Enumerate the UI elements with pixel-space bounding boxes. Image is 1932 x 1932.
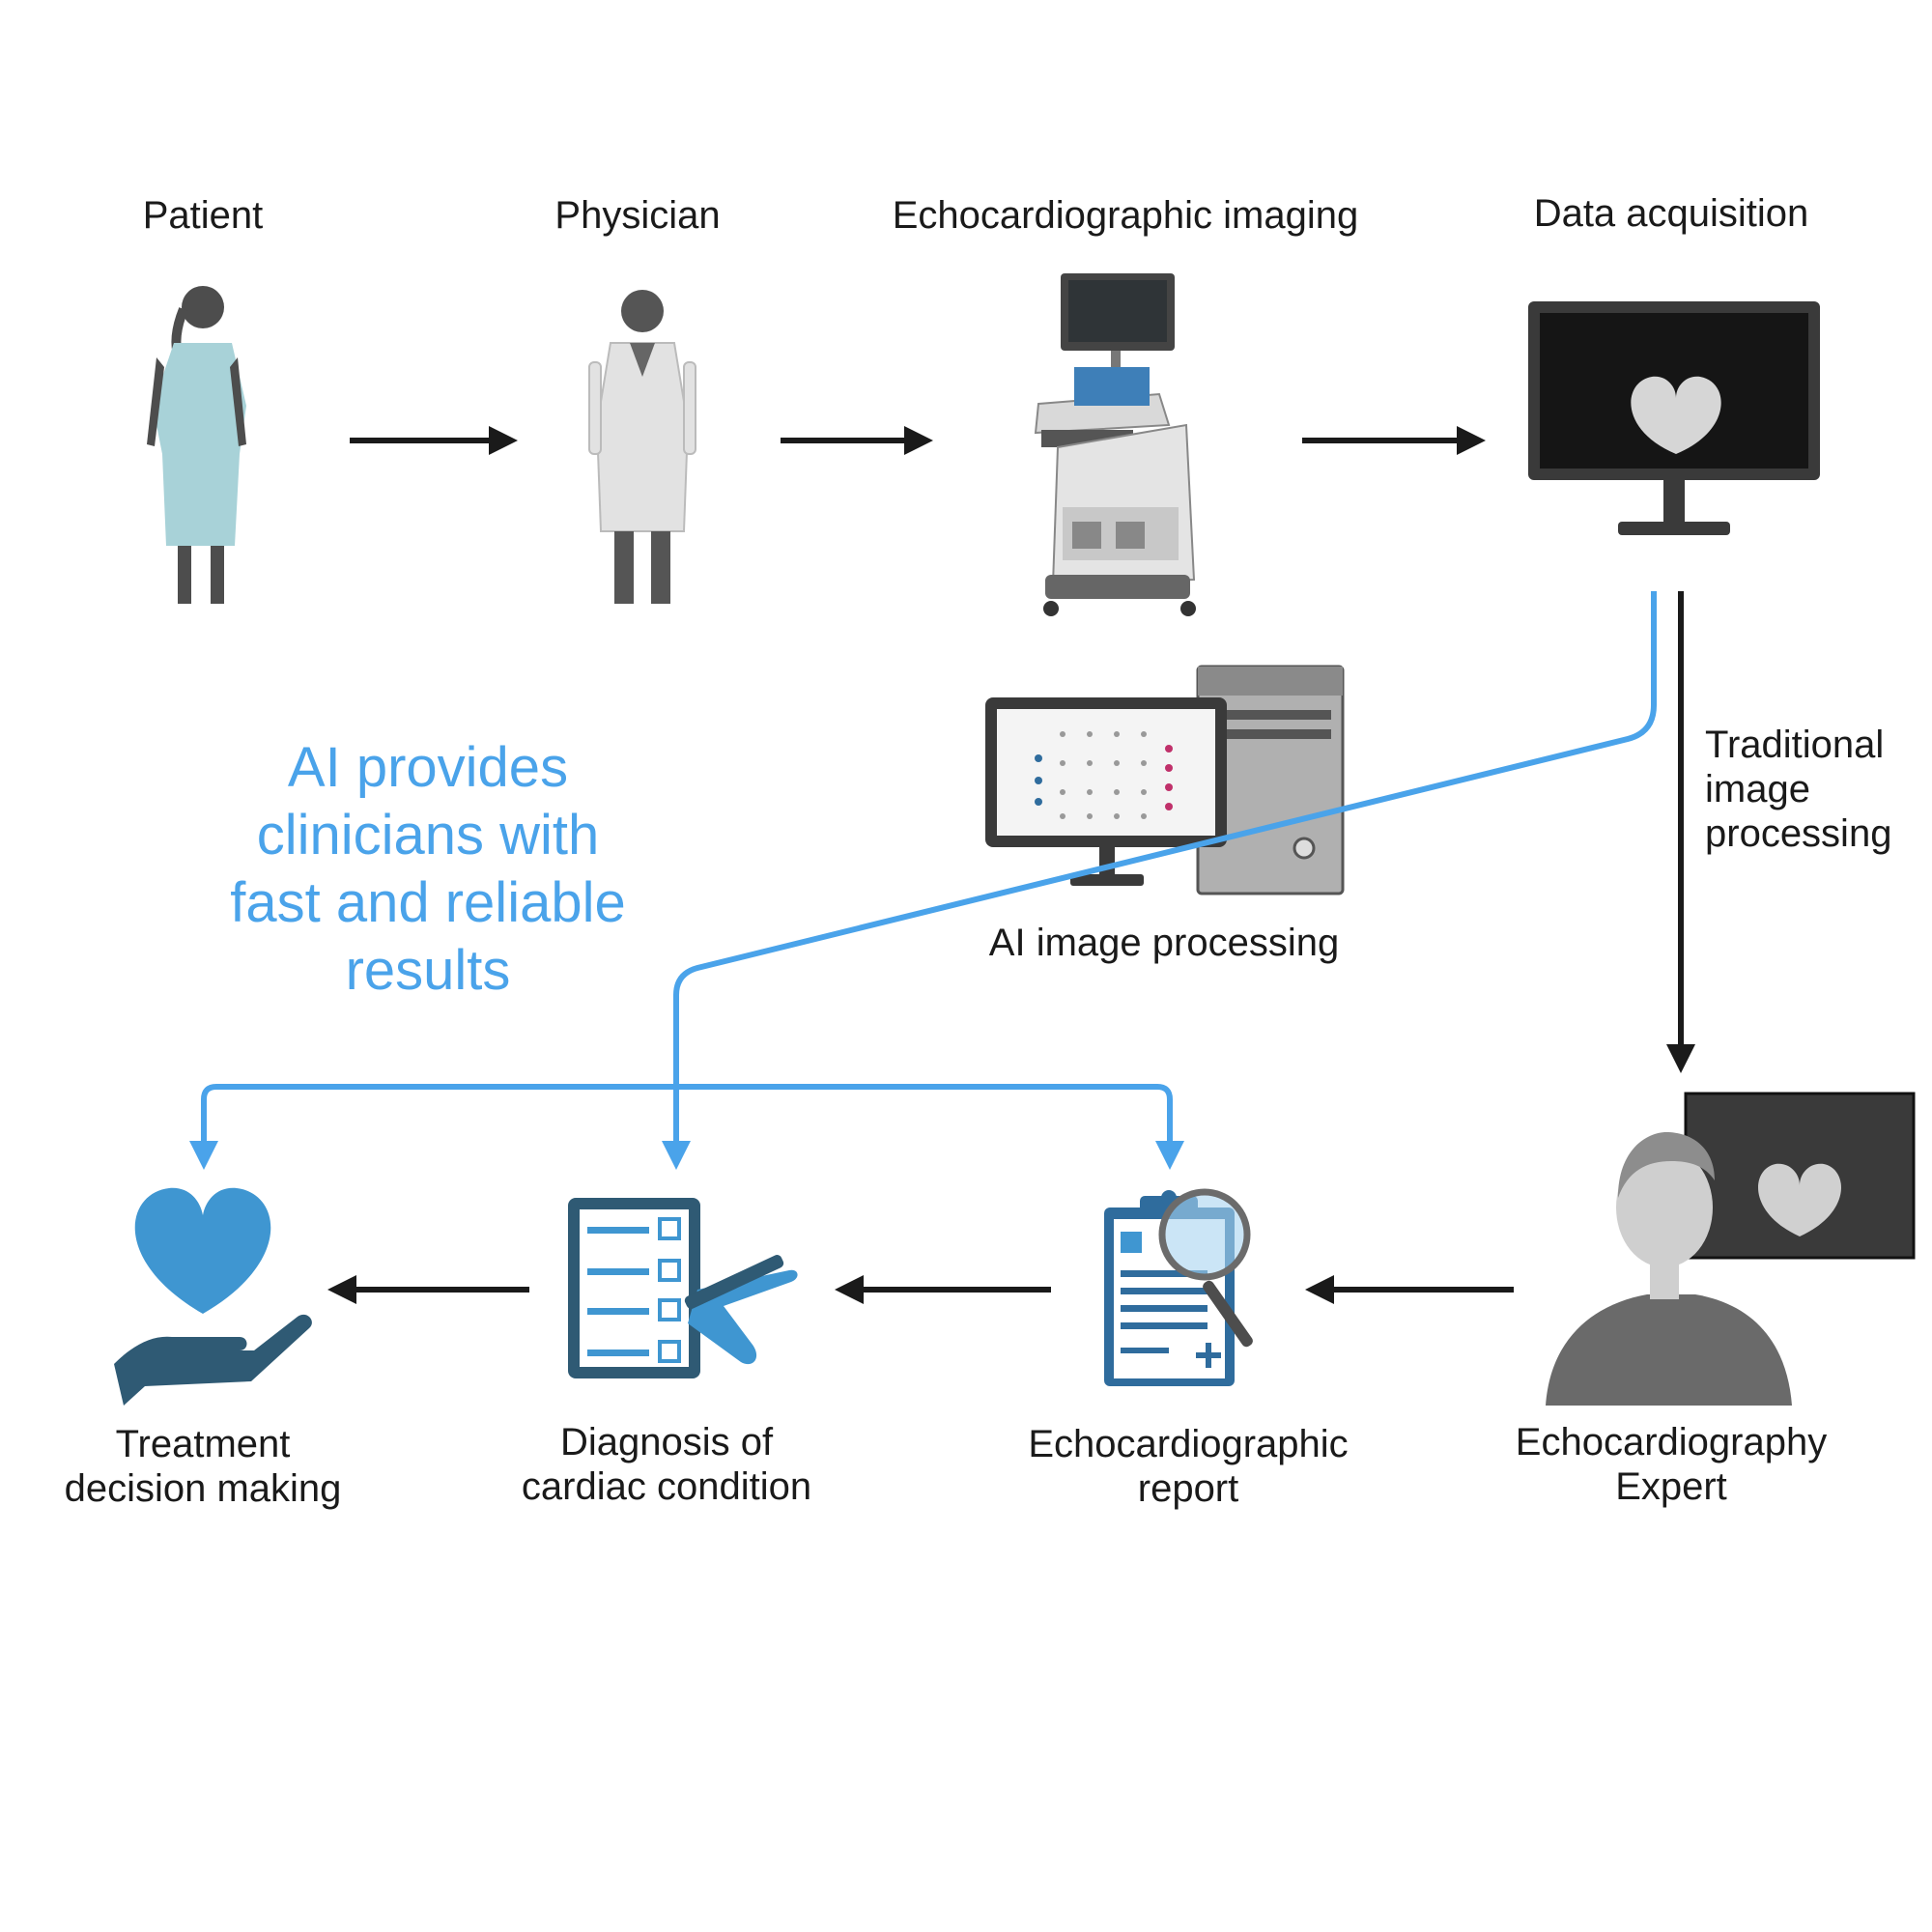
label-expert: Echocardiography Expert: [1515, 1421, 1828, 1508]
checklist-icon: [568, 1198, 798, 1378]
label-report: Echocardiographic report: [1028, 1423, 1349, 1510]
label-physician: Physician: [554, 194, 721, 237]
ai-path-line: [662, 591, 1657, 1170]
clipboard-magnifier-icon: [1104, 1188, 1253, 1386]
heart-hand-icon: [114, 1187, 312, 1406]
physician-icon: [588, 290, 696, 604]
label-echo-imaging: Echocardiographic imaging: [892, 194, 1359, 237]
label-ai-processing: AI image processing: [988, 922, 1340, 964]
label-traditional-processing: Traditional image processing: [1705, 724, 1892, 855]
expert-icon: [1546, 1092, 1916, 1406]
label-diagnosis: Diagnosis of cardiac condition: [521, 1421, 812, 1508]
monitor-heart-icon: [1528, 301, 1820, 535]
label-data-acquisition: Data acquisition: [1533, 192, 1809, 235]
ai-branch-line: [201, 1084, 1173, 1164]
patient-icon: [147, 286, 246, 604]
ultrasound-machine-icon: [1034, 273, 1196, 616]
label-treatment: Treatment decision making: [64, 1423, 342, 1510]
ai-message: AI provides clinicians with fast and rel…: [230, 736, 626, 1002]
ai-computer-icon: [985, 665, 1345, 895]
label-patient: Patient: [142, 194, 264, 237]
